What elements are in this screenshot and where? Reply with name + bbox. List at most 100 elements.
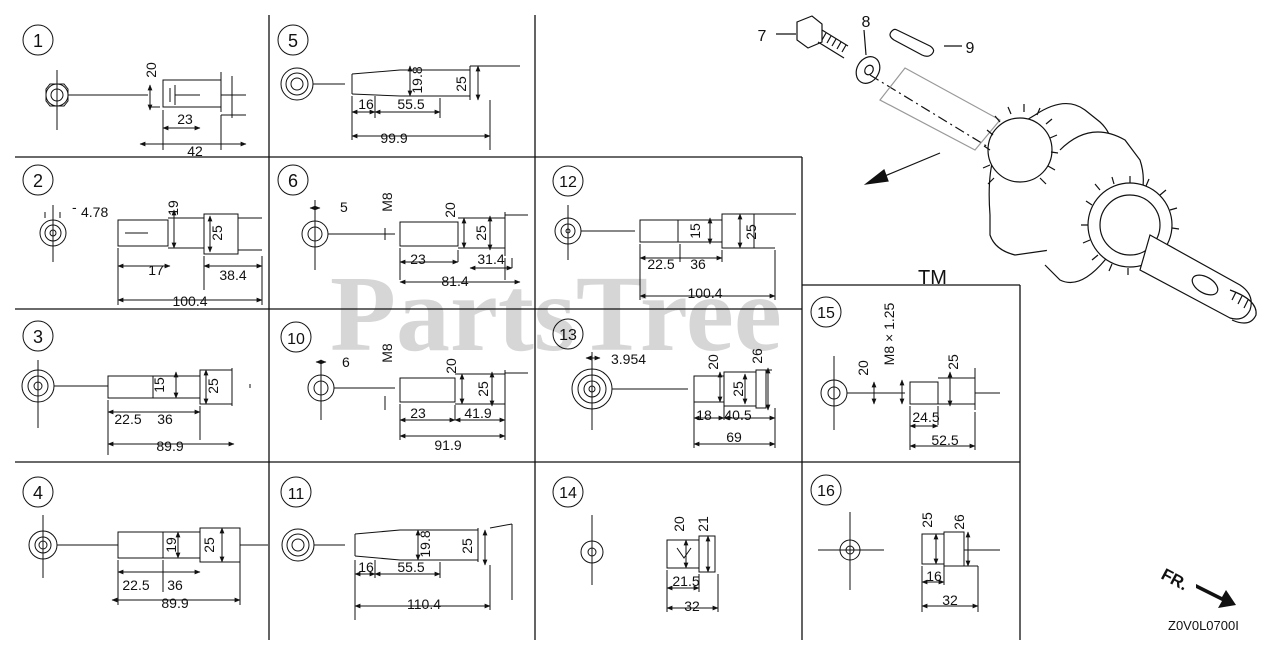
panel-6-dim: 20 <box>442 202 458 218</box>
panel-3-dim: 22.5 <box>114 411 141 427</box>
panel-3-dim: 89.9 <box>156 438 183 454</box>
washer-icon <box>855 56 881 84</box>
panel-11-dim: 19.8 <box>417 530 433 557</box>
crankshaft-illustration <box>776 15 1257 324</box>
panel-6-dim: 23 <box>410 251 426 267</box>
panel-2-dim: 4.78 <box>81 204 108 220</box>
panel-12-dim: 100.4 <box>687 285 722 301</box>
panel-10-dim: M8 <box>379 343 395 363</box>
panel-5-dim: 99.9 <box>380 130 407 146</box>
panel-13-number: 13 <box>559 327 577 344</box>
panel-3-dim: 25 <box>205 378 221 394</box>
panel-4-dim: 89.9 <box>161 595 188 611</box>
panel-12-dim: 25 <box>743 224 759 240</box>
panel-4-dim: 36 <box>167 577 183 593</box>
panel-1-number: 1 <box>33 31 43 51</box>
panel-10: 10 6 M8 20 25 23 41.9 91.9 <box>280 321 528 453</box>
panel-2-dim: 17 <box>148 262 164 278</box>
panel-13-dim: 25 <box>730 381 746 397</box>
panel-10-dim: 25 <box>475 381 491 397</box>
panel-6-dim: 31.4 <box>477 251 504 267</box>
panel-16-number: 16 <box>817 483 835 500</box>
panel-11-number: 11 <box>288 486 305 503</box>
panel-10-number: 10 <box>287 331 305 348</box>
panel-15-dim: M8 × 1.25 <box>881 302 897 365</box>
panel-5-dim: 16 <box>358 96 374 112</box>
panel-12: 12 15 25 22.5 36 100.4 <box>552 165 796 301</box>
panel-15-dim: 24.5 <box>912 409 939 425</box>
panel-13-dim: 69 <box>726 429 742 445</box>
panel-16: 16 25 26 16 32 <box>810 474 1000 612</box>
panel-grid <box>15 15 1021 640</box>
panel-6-dim: 5 <box>340 199 348 215</box>
part-number-7[interactable]: 7 <box>758 28 767 45</box>
panel-4-number: 4 <box>33 483 43 503</box>
panel-10-dim: 91.9 <box>434 437 461 453</box>
panel-1-dim: 42 <box>187 143 203 159</box>
watermark-tm: TM <box>918 267 947 289</box>
panel-3-number: 3 <box>33 327 43 347</box>
arrow-right-icon <box>1196 584 1236 608</box>
panel-16-dim: 26 <box>951 514 967 530</box>
panel-6-dim: 25 <box>473 225 489 241</box>
panel-14-dim: 20 <box>671 516 687 532</box>
panel-11-dim: 55.5 <box>397 559 424 575</box>
panel-5-dim: 55.5 <box>397 96 424 112</box>
panel-10-dim: 6 <box>342 354 350 370</box>
panel-11-dim: 25 <box>459 538 475 554</box>
panel-15-number: 15 <box>817 305 835 322</box>
panel-10-dim: 23 <box>410 405 426 421</box>
panel-10-dim: 20 <box>443 358 459 374</box>
panel-5-dim: 25 <box>453 76 469 92</box>
panel-13-dim: 20 <box>705 354 721 370</box>
panel-4: 4 19 25 22.5 36 89.9 <box>22 476 268 611</box>
panel-2-number: 2 <box>33 171 43 191</box>
panel-11-dim: 16 <box>358 559 374 575</box>
panel-13-dim: 3.954 <box>611 351 646 367</box>
panel-5-number: 5 <box>288 31 298 51</box>
panel-1-dim: 23 <box>177 111 193 127</box>
panel-3-dim: 36 <box>157 411 173 427</box>
panel-4-dim: 22.5 <box>122 577 149 593</box>
panel-13: 13 3.954 20 26 25 18 40.5 69 <box>552 318 776 448</box>
panel-10-dim: 41.9 <box>464 405 491 421</box>
panel-2-dim: 19 <box>165 200 181 216</box>
panel-4-dim: 25 <box>201 537 217 553</box>
panel-11-dim: 110.4 <box>407 596 441 612</box>
part-number-8[interactable]: 8 <box>862 14 871 31</box>
panel-16-dim: 32 <box>942 592 958 608</box>
panel-1: 1 20 23 42 <box>22 24 247 159</box>
panel-14-dim: 21.5 <box>672 573 699 589</box>
svg-text:-: - <box>72 199 77 215</box>
panel-12-dim: 15 <box>687 223 703 239</box>
part-number-9[interactable]: 9 <box>966 40 975 57</box>
panel-12-dim: 36 <box>690 256 706 272</box>
panel-5-dim: 19.8 <box>409 66 425 93</box>
panel-14-number: 14 <box>559 485 577 502</box>
panel-2-dim: 100.4 <box>172 293 207 309</box>
panel-6-dim: M8 <box>379 192 395 212</box>
panel-14: 14 20 21 21.5 32 <box>552 476 719 614</box>
panel-16-dim: 16 <box>926 568 942 584</box>
panel-12-number: 12 <box>559 174 577 191</box>
panel-2: 2 4.78 - 19 25 17 38.4 100.4 <box>22 164 263 309</box>
front-direction-indicator: FR. <box>1158 565 1236 608</box>
panel-2-dim: 38.4 <box>219 267 246 283</box>
panel-3: 3 15 25 22.5 36 89.9 <box>21 320 251 455</box>
panel-6-number: 6 <box>288 171 298 191</box>
panel-16-dim: 25 <box>919 512 935 528</box>
panel-13-dim: 40.5 <box>724 407 751 423</box>
panel-15-dim: 20 <box>855 360 871 376</box>
watermark-text: PartsTree <box>330 255 782 374</box>
panel-13-dim: 18 <box>696 407 712 423</box>
panel-11: 11 19.8 25 16 55.5 110.4 <box>280 476 513 620</box>
panel-2-dim: 25 <box>209 225 225 241</box>
panel-6-dim: 81.4 <box>441 273 468 289</box>
panel-14-dim: 21 <box>695 516 711 532</box>
panel-13-dim: 26 <box>749 348 765 364</box>
panel-15-dim: 52.5 <box>931 432 958 448</box>
diagram-code: Z0V0L0700I <box>1168 618 1239 633</box>
panel-5: 5 19.8 25 16 55.5 99.9 <box>277 24 520 150</box>
